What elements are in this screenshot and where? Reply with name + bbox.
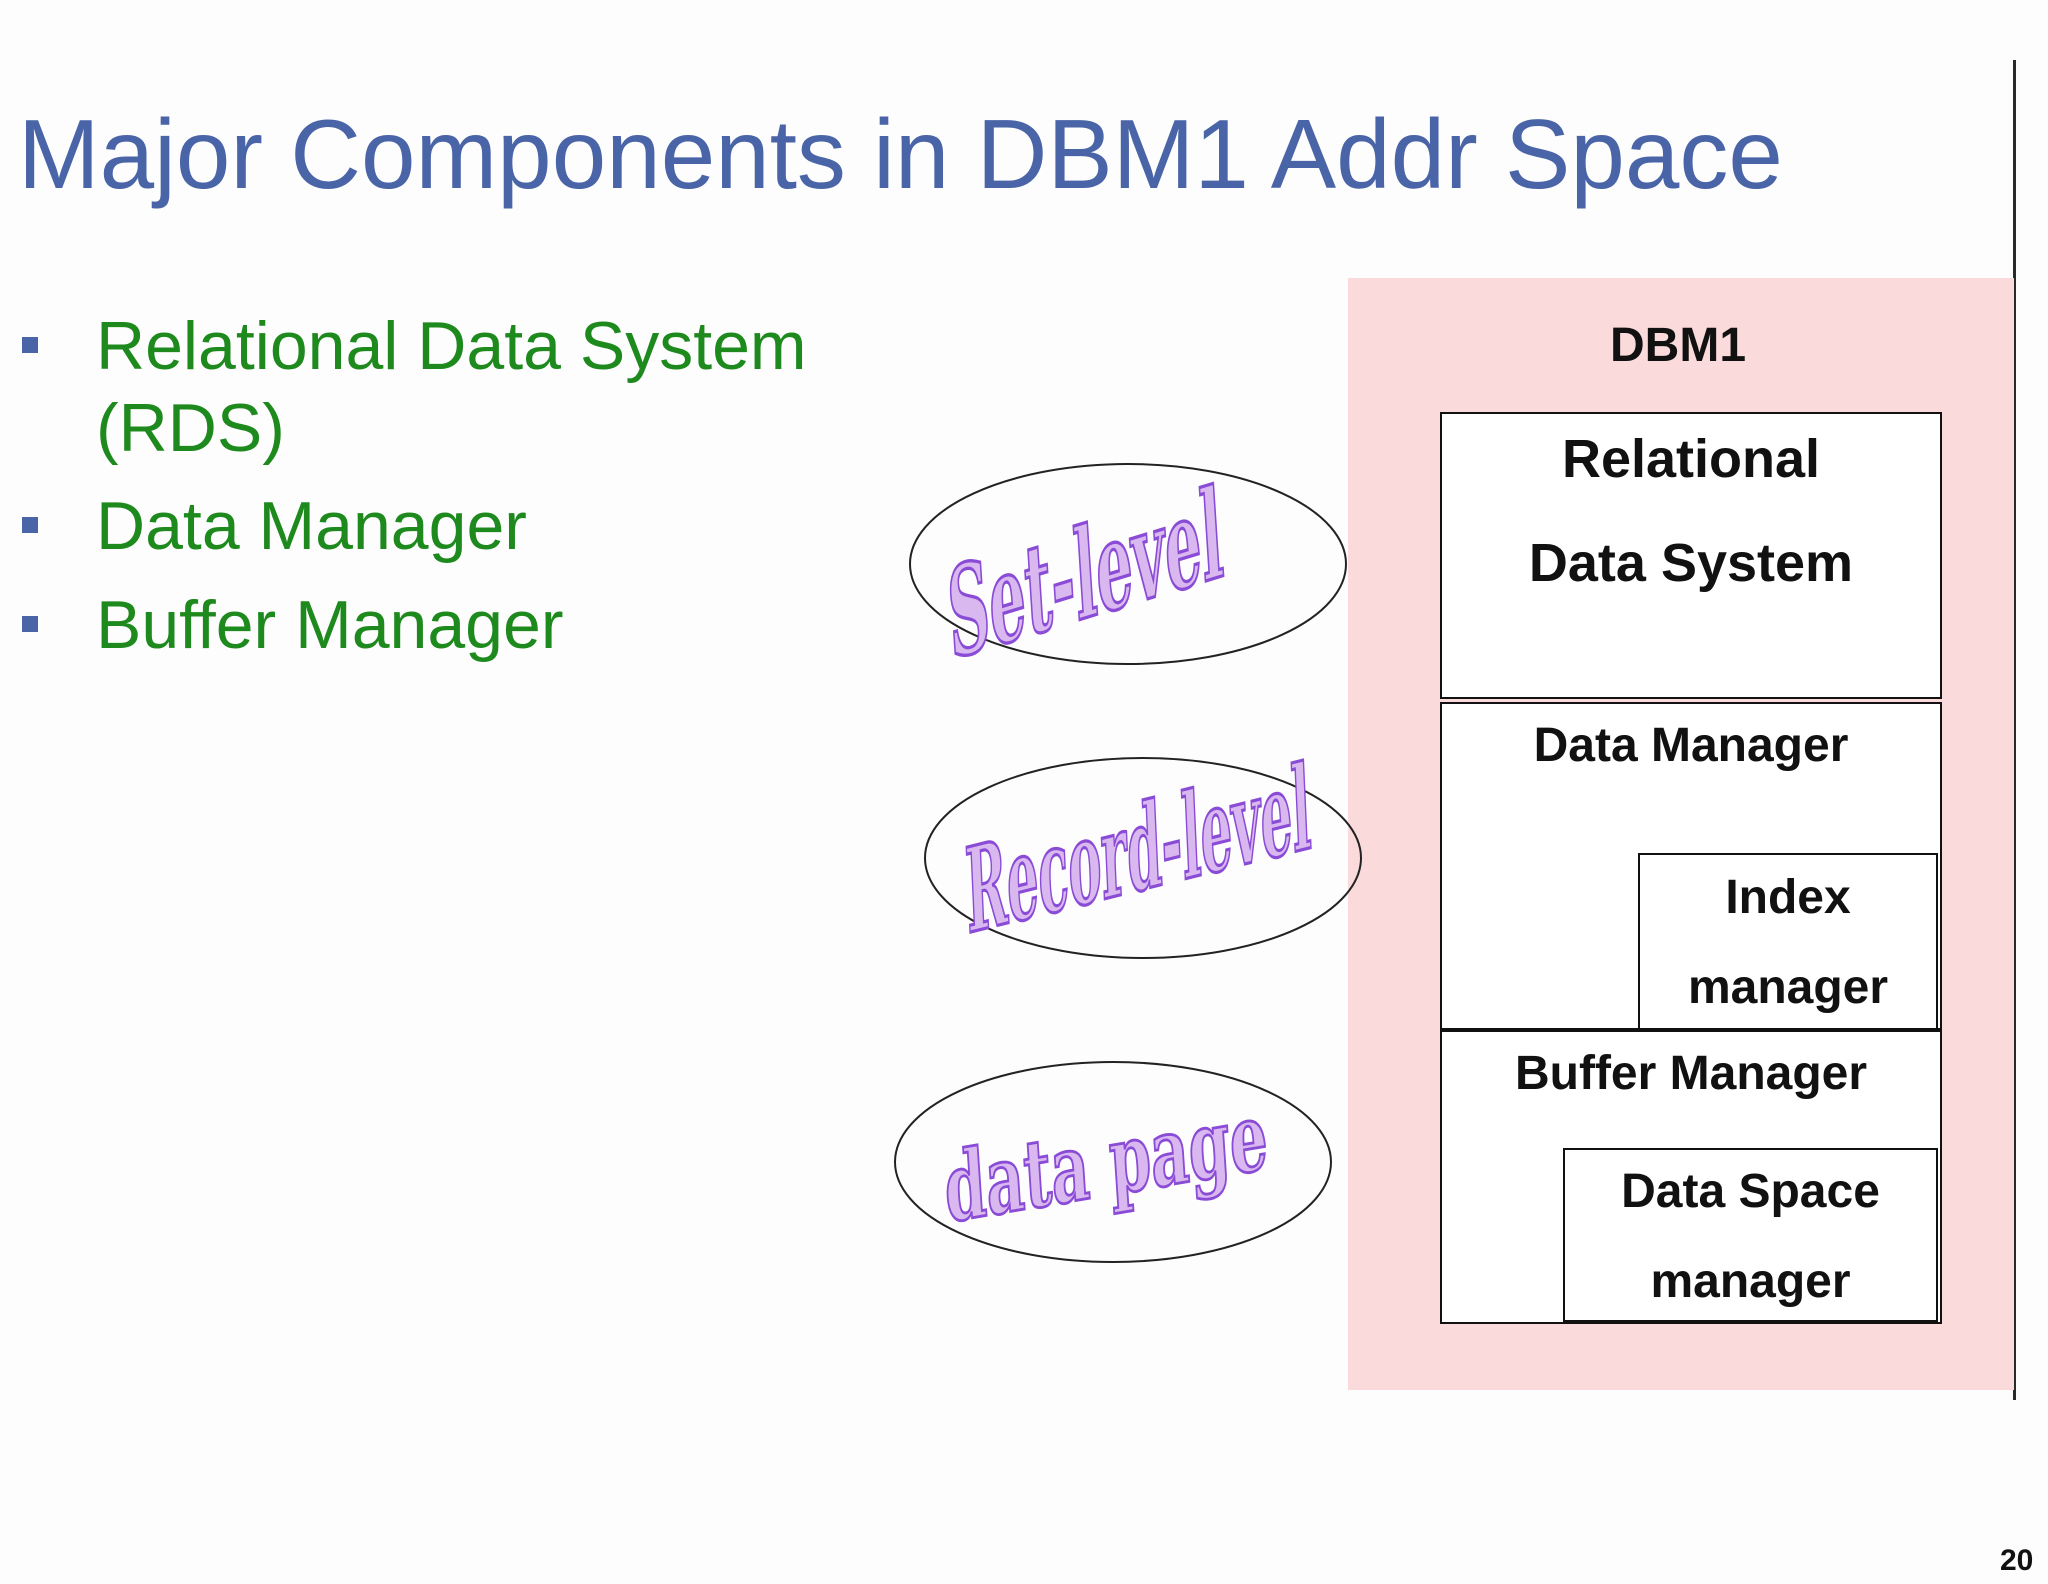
bullet-text-data-manager: Data Manager	[96, 488, 527, 564]
rds-box-line2: Data System	[1528, 533, 1854, 593]
oval-label-record-level: Record-level	[963, 740, 1314, 962]
slide-title: Major Components in DBM1 Addr Space	[18, 99, 1783, 209]
bullet-text-rds-line2: (RDS)	[96, 390, 285, 466]
bullet-marker	[22, 337, 38, 353]
bullet-marker	[22, 517, 38, 533]
index-manager-box-line1: Index	[1725, 871, 1851, 924]
data-manager-box-label: Data Manager	[1533, 719, 1849, 772]
data-space-manager-box	[1563, 1148, 1938, 1322]
right-border-line	[2013, 60, 2016, 1400]
bullet-text-buffer-manager: Buffer Manager	[96, 587, 564, 663]
dbm1-label: DBM1	[1610, 319, 1747, 372]
index-manager-box	[1638, 853, 1938, 1030]
oval-shape	[909, 463, 1347, 665]
oval-data-page: data page	[894, 1061, 1332, 1263]
bullet-marker	[22, 616, 38, 632]
oval-label-data-page: data page	[941, 1080, 1270, 1245]
bullet-text-rds-line1: Relational Data System	[96, 308, 807, 384]
oval-label-set-level: Set-level	[944, 459, 1227, 688]
data-space-manager-box-line2: manager	[1650, 1255, 1851, 1308]
rds-box-line1: Relational	[1561, 429, 1821, 489]
index-manager-box-line2: manager	[1687, 961, 1889, 1014]
rds-box	[1440, 412, 1942, 699]
buffer-manager-box-label: Buffer Manager	[1514, 1047, 1868, 1100]
oval-shape	[924, 757, 1362, 959]
oval-record-level: Record-level	[924, 739, 1362, 962]
page-number: 20	[2000, 1544, 2034, 1577]
data-space-manager-box-line1: Data Space	[1621, 1165, 1880, 1218]
oval-set-level: Set-level	[909, 458, 1347, 689]
oval-shape	[894, 1061, 1332, 1263]
